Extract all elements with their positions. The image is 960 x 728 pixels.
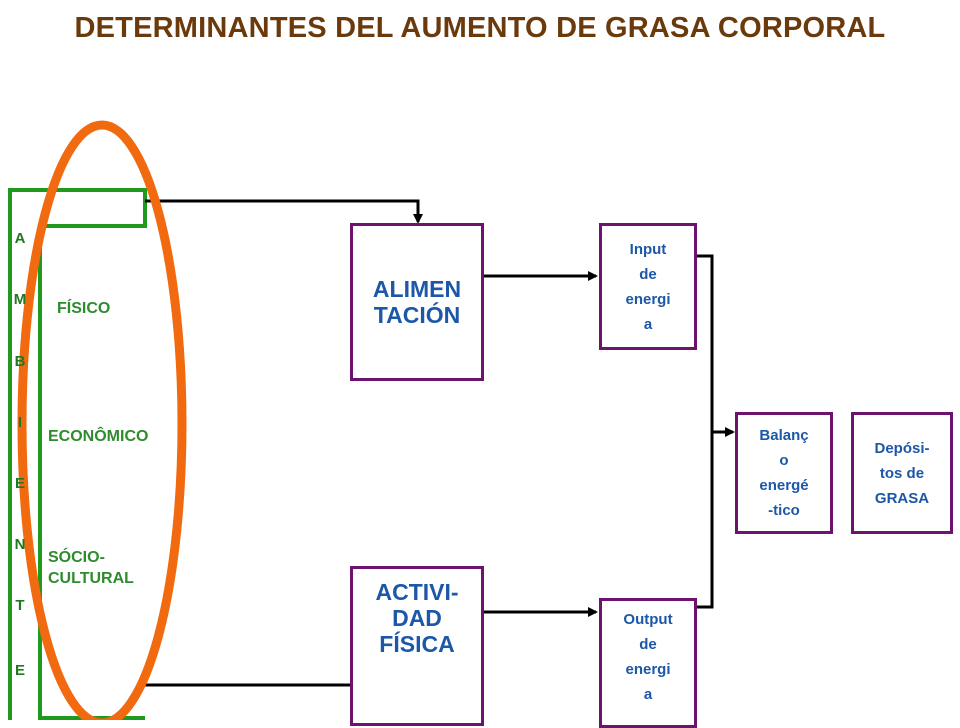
ambiente-letter: B xyxy=(14,353,26,370)
ambiente-letter: N xyxy=(14,536,26,553)
arrow-to-alimentacion xyxy=(145,199,423,224)
ambiente-letter: E xyxy=(14,475,25,492)
bracket-to-balance xyxy=(697,254,735,609)
highlight-ellipse xyxy=(17,120,187,720)
label-economico: ECONÔMICO xyxy=(48,428,149,445)
page-title: DETERMINANTES DEL AUMENTO DE GRASA CORPO… xyxy=(74,12,886,44)
label-socio-cultural: SÓCIO- CULTURAL xyxy=(48,549,134,587)
label-fisico: FÍSICO xyxy=(57,300,111,317)
ambiente-letter: M xyxy=(13,291,27,308)
ambiente-letter: E xyxy=(14,662,25,679)
ambiente-letter: I xyxy=(17,414,23,431)
ambiente-letter: A xyxy=(14,230,26,247)
ambiente-letter: T xyxy=(15,597,25,614)
